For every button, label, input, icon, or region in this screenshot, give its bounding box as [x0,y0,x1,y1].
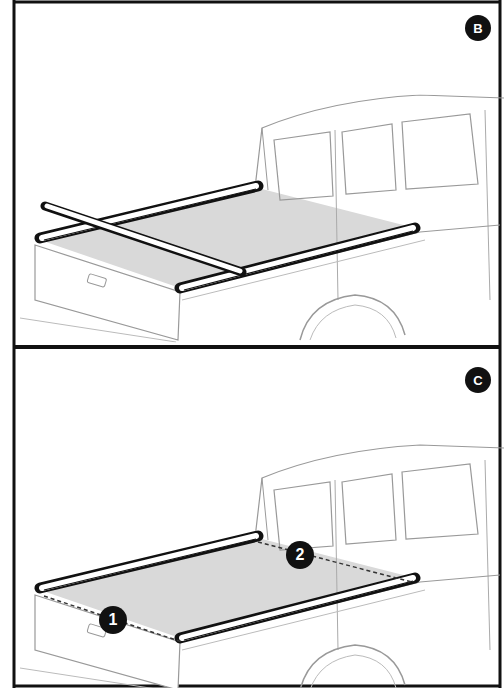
node-text: 1 [109,612,118,628]
node-text: 2 [296,547,305,563]
panel-badge: B [465,15,491,41]
dashed-line [258,542,412,582]
callout-number: 2 [286,541,314,569]
dashed-line [44,596,182,642]
callout-number: 1 [99,606,127,634]
crossbar [45,206,242,272]
node-text: C [473,374,482,387]
panel-badge: C [465,367,491,393]
node-text: B [473,22,482,35]
